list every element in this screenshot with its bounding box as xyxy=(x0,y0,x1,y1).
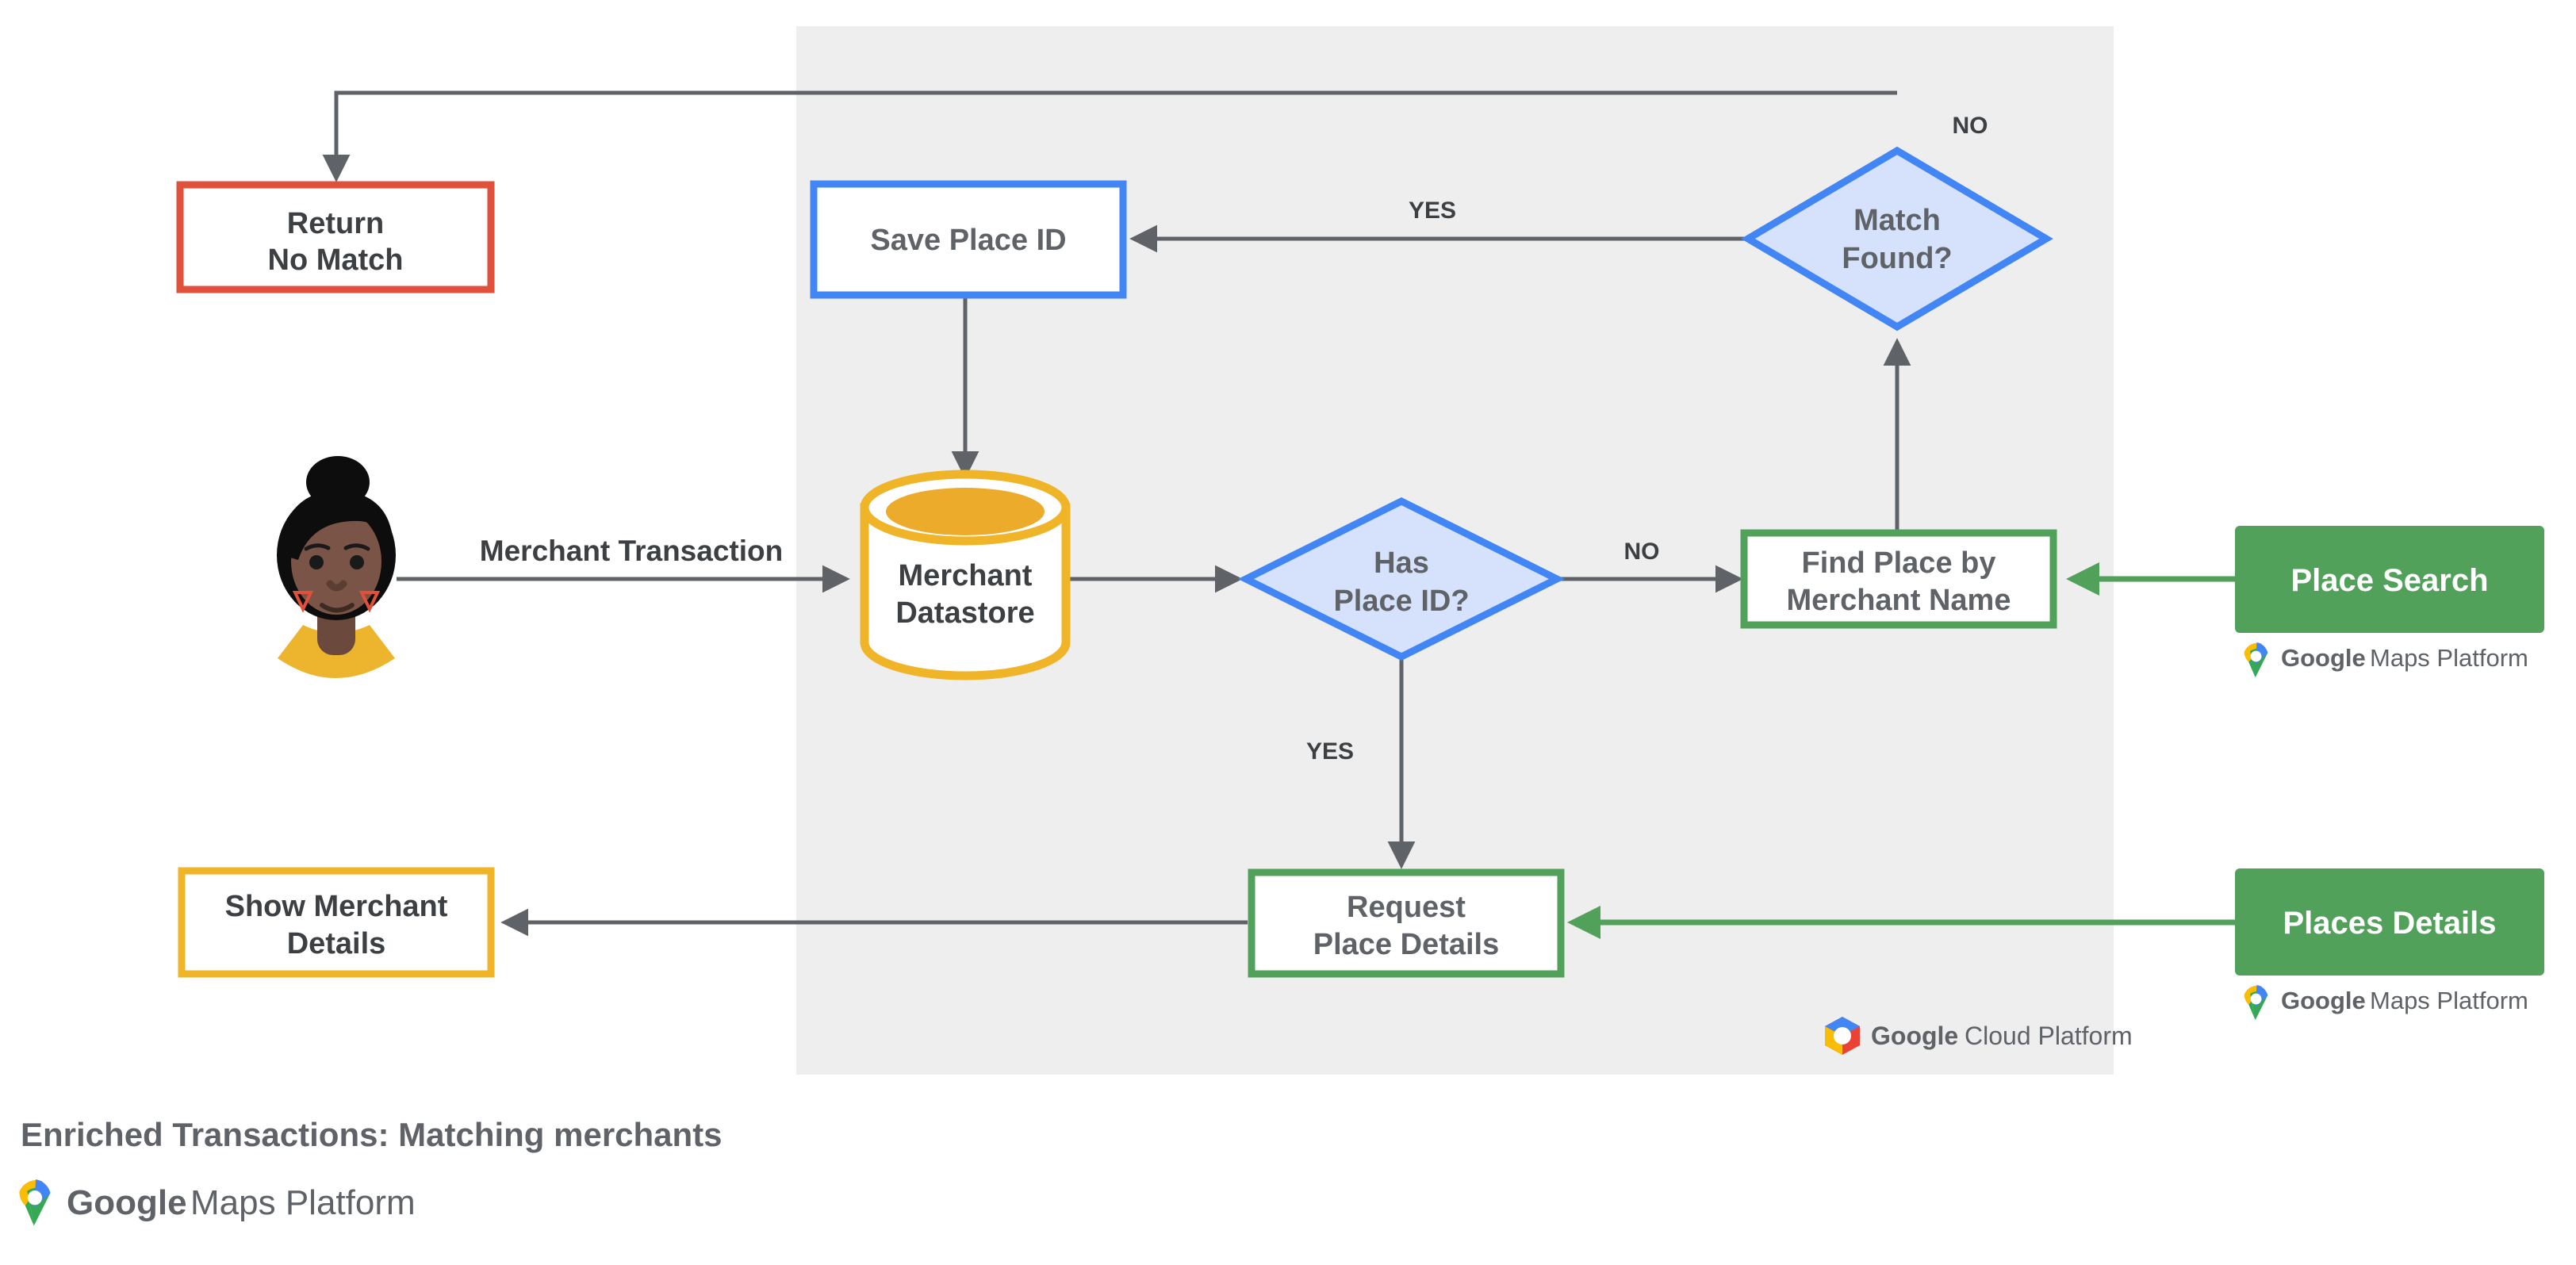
node-request-place-details[interactable]: Request Place Details xyxy=(1248,868,1565,978)
place-search-label: Place Search xyxy=(2290,563,2488,598)
merchant-datastore-line1: Merchant xyxy=(899,559,1033,592)
place-search-badge: Google Maps Platform xyxy=(2244,642,2528,678)
show-merchant-details-line2: Details xyxy=(287,927,386,960)
places-details-label: Places Details xyxy=(2283,906,2496,941)
google-cloud-hexagon-icon xyxy=(1825,1017,1860,1055)
edge-label-match-found-no: NO xyxy=(1953,113,1988,139)
node-merchant-datastore[interactable]: Merchant Datastore xyxy=(860,470,1071,680)
google-maps-pin-icon xyxy=(19,1179,51,1226)
has-place-id-line2: Place ID? xyxy=(1333,585,1469,618)
find-place-line1: Find Place by xyxy=(1802,546,1996,580)
has-place-id-line1: Has xyxy=(1374,546,1429,580)
node-find-place-by-merchant-name[interactable]: Find Place by Merchant Name xyxy=(1740,529,2057,629)
google-maps-pin-icon xyxy=(2244,985,2268,1021)
show-merchant-details-line1: Show Merchant xyxy=(225,890,448,923)
edge-label-merchant-transaction: Merchant Transaction xyxy=(480,535,783,567)
gcp-logo-light: Cloud Platform xyxy=(1965,1022,2133,1050)
caption-block: Enriched Transactions: Matching merchant… xyxy=(19,1116,723,1226)
request-place-details-line1: Request xyxy=(1347,891,1466,924)
find-place-line2: Merchant Name xyxy=(1787,584,2011,617)
request-place-details-line2: Place Details xyxy=(1313,928,1499,961)
match-found-line1: Match xyxy=(1853,204,1941,237)
node-save-place-id[interactable]: Save Place ID xyxy=(810,180,1127,299)
gcp-logo-bold: Google xyxy=(1871,1022,1958,1050)
edge-label-has-place-id-yes: YES xyxy=(1306,738,1354,765)
return-no-match-line2: No Match xyxy=(268,243,404,277)
node-has-place-id[interactable]: Has Place ID? xyxy=(1237,496,1566,661)
match-found-line2: Found? xyxy=(1842,242,1952,275)
caption-logo: Google Maps Platform xyxy=(19,1179,416,1226)
place-search-badge-bold: Google xyxy=(2281,644,2366,672)
edge-label-has-place-id-no: NO xyxy=(1624,539,1660,565)
caption-title: Enriched Transactions: Matching merchant… xyxy=(21,1116,723,1153)
return-no-match-line1: Return xyxy=(287,207,384,240)
google-maps-pin-icon xyxy=(2244,642,2268,678)
edge-label-match-found-yes: YES xyxy=(1409,197,1456,224)
caption-logo-light: Maps Platform xyxy=(190,1183,416,1222)
places-details-badge-bold: Google xyxy=(2281,987,2366,1014)
node-places-details[interactable]: Places Details xyxy=(2235,868,2544,976)
places-details-badge-light: Maps Platform xyxy=(2370,987,2528,1014)
avatar xyxy=(277,456,396,678)
places-details-badge: Google Maps Platform xyxy=(2244,985,2528,1021)
node-place-search[interactable]: Place Search xyxy=(2235,526,2544,633)
edge-match-found-no xyxy=(322,90,1897,182)
place-search-badge-light: Maps Platform xyxy=(2370,644,2528,672)
merchant-datastore-line2: Datastore xyxy=(895,596,1034,630)
node-show-merchant-details[interactable]: Show Merchant Details xyxy=(178,867,495,978)
node-match-found[interactable]: Match Found? xyxy=(1741,146,2053,332)
save-place-id-label: Save Place ID xyxy=(870,224,1066,257)
node-return-no-match[interactable]: Return No Match xyxy=(176,181,495,293)
google-cloud-platform-footer: Google Cloud Platform xyxy=(1825,1017,2133,1055)
caption-logo-bold: Google xyxy=(67,1183,187,1222)
